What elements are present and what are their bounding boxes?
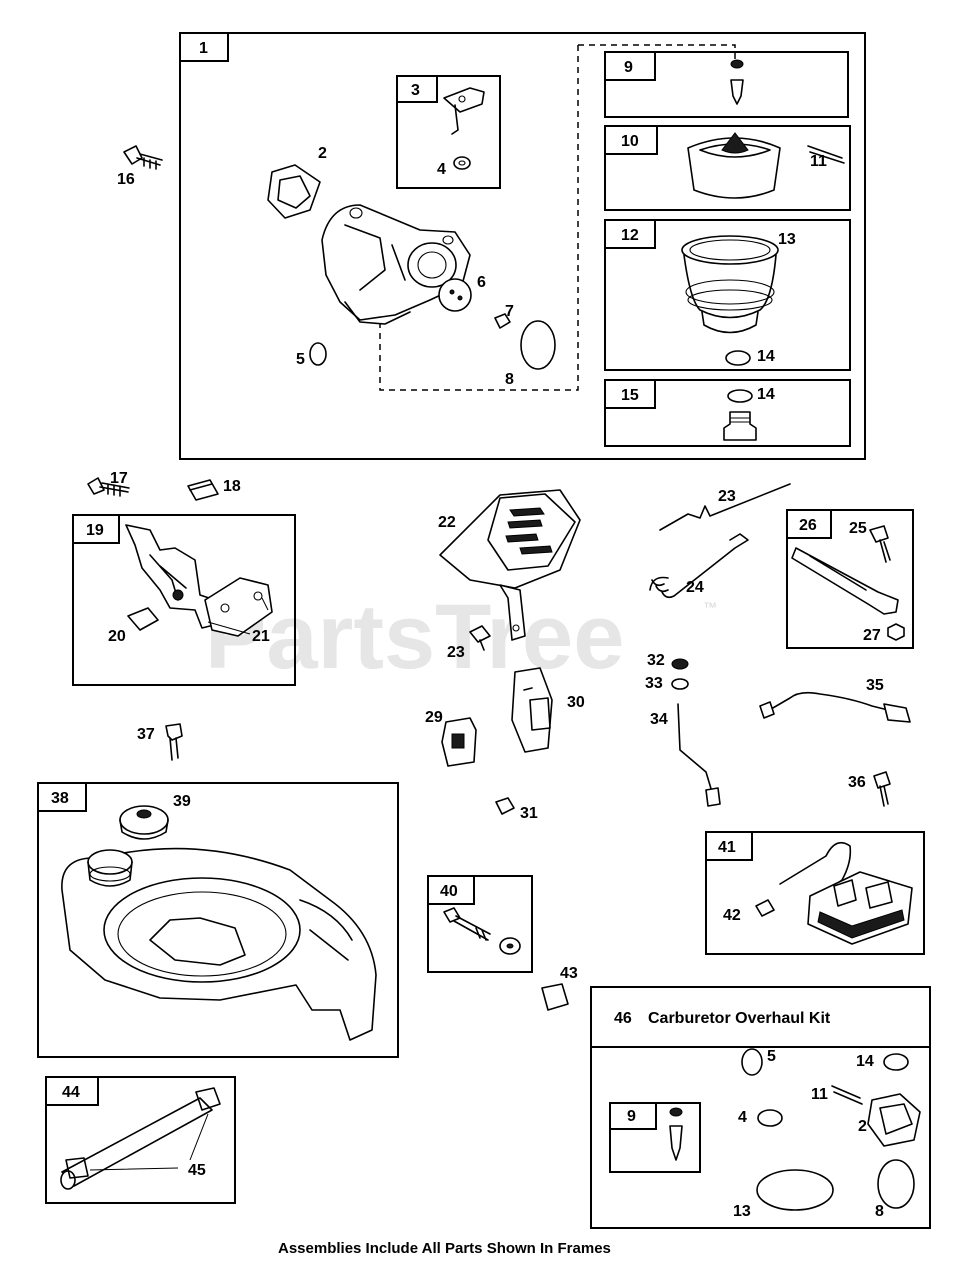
- kit-number: 46: [614, 1010, 632, 1027]
- frame-3-choke: 3: [396, 75, 501, 189]
- callout-4b: 4: [738, 1109, 747, 1126]
- kit-title: Carburetor Overhaul Kit: [648, 1010, 831, 1027]
- frame-38-fuel-tank: 38 39: [37, 782, 399, 1058]
- callout-42: 42: [723, 907, 741, 924]
- callout-14: 14: [757, 348, 775, 365]
- callout-33: 33: [645, 675, 663, 692]
- parts-17-18: 17 18: [87, 470, 241, 501]
- callout-13: 13: [778, 231, 796, 248]
- callout-5: 5: [296, 351, 305, 368]
- frame-label: 1: [199, 40, 208, 57]
- callout-11: 11: [810, 153, 827, 170]
- callout-24: 23: [718, 488, 736, 505]
- frame-label: 9: [624, 59, 633, 76]
- callout-31: 31: [520, 805, 538, 822]
- frame-10-float: 10: [604, 125, 851, 211]
- callout-2: 2: [318, 145, 327, 162]
- callouts-frame-1: 2 4 5 6 7 8 11 13 14 14 16: [117, 145, 827, 403]
- callout-29: 29: [425, 709, 443, 726]
- callout-37: 37: [137, 726, 155, 743]
- frame-1-carburetor: 1: [179, 32, 866, 460]
- callout-20: 20: [108, 628, 126, 645]
- callout-45: 45: [188, 1162, 206, 1179]
- callout-25: 24: [686, 579, 704, 596]
- frame-46-overhaul-kit: 46 Carburetor Overhaul Kit 5 14 11 4 2 1…: [590, 986, 931, 1229]
- callout-16: 16: [117, 171, 135, 188]
- frame-label: 40: [440, 883, 458, 900]
- frame-19-bracket: 19 20 21: [72, 514, 296, 686]
- callout-2b: 2: [858, 1118, 867, 1135]
- footer-note: Assemblies Include All Parts Shown In Fr…: [278, 1240, 611, 1257]
- part-43: 43: [541, 965, 578, 1011]
- callout-8: 8: [505, 371, 514, 388]
- frame-label: 9: [627, 1108, 636, 1125]
- callout-35: 35: [866, 677, 884, 694]
- parts-22-31: 22 23 29 30 31: [425, 489, 585, 822]
- callout-8b: 8: [875, 1203, 884, 1220]
- frame-40-bolt: 40: [427, 875, 533, 973]
- frame-label: 26: [799, 517, 817, 534]
- callout-7: 7: [505, 303, 514, 320]
- frame-label: 15: [621, 387, 639, 404]
- callout-22: 23: [447, 644, 465, 661]
- callout-4: 4: [437, 161, 446, 178]
- watermark: PartsTree: [205, 586, 624, 688]
- callout-28: 27: [863, 627, 881, 644]
- frame-12-bowl: 12: [604, 219, 851, 371]
- part-37: 37: [137, 723, 183, 761]
- callout-39: 39: [173, 793, 191, 810]
- watermark-trademark: ™: [703, 599, 717, 615]
- callout-14c: 14: [856, 1053, 874, 1070]
- callout-36: 36: [848, 774, 866, 791]
- callout-14b: 14: [757, 386, 775, 403]
- callout-18: 18: [223, 478, 241, 495]
- frame-label: 10: [621, 133, 639, 150]
- callout-43: 43: [560, 965, 578, 982]
- carburetor-body: [123, 145, 556, 370]
- frame-label: 3: [411, 82, 420, 99]
- callout-13b: 13: [733, 1203, 751, 1220]
- callout-27: 25: [849, 520, 867, 537]
- callout-30: 30: [567, 694, 585, 711]
- callout-6: 6: [477, 274, 486, 291]
- frame-label: 44: [62, 1084, 80, 1101]
- frame-label: 19: [86, 522, 104, 539]
- callout-11b: 11: [811, 1086, 828, 1103]
- callout-32: 32: [647, 652, 665, 669]
- frame-label: 41: [718, 839, 736, 856]
- frame-label: 12: [621, 227, 639, 244]
- callout-17: 17: [110, 470, 128, 487]
- frame-15-bowl-nut: 15: [604, 379, 851, 447]
- frame-9-needle: 9: [604, 51, 849, 118]
- callout-21: 21: [252, 628, 270, 645]
- frame-41-ignition: 41 42: [705, 831, 925, 955]
- callout-34: 34: [650, 711, 668, 728]
- frame-label: 38: [51, 790, 69, 807]
- callout-5b: 5: [767, 1048, 776, 1065]
- frame-44-fuel-line: 44 45: [45, 1076, 236, 1204]
- callout-23: 22: [438, 514, 456, 531]
- parts-24-36: 23 24 26 25 27 32 33 34 35 36: [645, 483, 914, 807]
